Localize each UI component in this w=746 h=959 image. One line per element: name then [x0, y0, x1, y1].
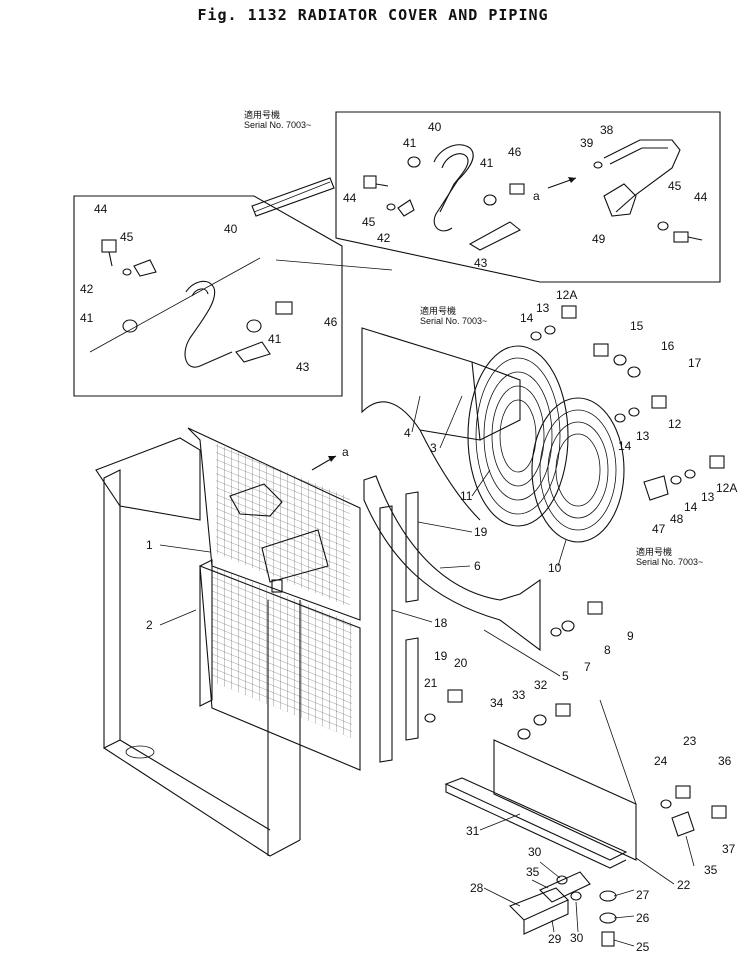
inset-frame-left — [73, 195, 343, 397]
part-label: 43 — [474, 256, 488, 270]
part-label: 32 — [534, 678, 548, 692]
part-label: 6 — [474, 559, 481, 573]
serial-note-jp: 適用号機 — [420, 306, 457, 316]
part-label: 13 — [536, 301, 550, 315]
part-label: 44 — [343, 191, 357, 205]
part-label: 42 — [377, 231, 391, 245]
part-label: 10 — [548, 561, 562, 575]
part-label: 21 — [424, 676, 438, 690]
part-label: 35 — [704, 863, 718, 877]
part-label: 36 — [718, 754, 732, 768]
part-label: 44 — [94, 202, 108, 216]
part-label: 13 — [701, 490, 715, 504]
part-label: 28 — [470, 881, 484, 895]
part-label: 30 — [570, 931, 584, 945]
part-labels: a a 1 2 3 4 5 6 7 8 9 10 11 12 12A 12A 1… — [80, 120, 737, 954]
part-label: 29 — [548, 932, 562, 946]
part-label: 43 — [296, 360, 310, 374]
fan-shroud — [361, 327, 521, 521]
fan-guard-10 — [531, 397, 625, 543]
figure-title: Fig. 1132 RADIATOR COVER AND PIPING — [197, 6, 549, 24]
part-label: 1 — [146, 538, 153, 552]
part-label: 48 — [670, 512, 684, 526]
part-label: 12A — [556, 288, 577, 302]
part-label: 49 — [592, 232, 606, 246]
part-label: 8 — [604, 643, 611, 657]
serial-note-serial: Serial No. 7003~ — [420, 316, 488, 326]
part-label: 33 — [512, 688, 526, 702]
part-label: 19 — [474, 525, 488, 539]
part-label: 11 — [460, 489, 473, 503]
part-label: 14 — [684, 500, 698, 514]
radiator-cover-lower — [199, 559, 361, 771]
part-label: 31 — [466, 824, 480, 838]
view-marker-label: a — [342, 445, 349, 459]
part-label: 45 — [668, 179, 682, 193]
part-label: 17 — [688, 356, 702, 370]
part-label: 45 — [362, 215, 376, 229]
serial-note-fan: 適用号機 Serial No. 7003~ — [420, 306, 487, 326]
serial-note-jp: 適用号機 — [244, 110, 281, 120]
part-label: 27 — [636, 888, 650, 902]
part-label: 15 — [630, 319, 644, 333]
part-label: 23 — [683, 734, 697, 748]
part-label: 14 — [618, 439, 632, 453]
inset-frame-top — [251, 111, 721, 283]
part-label: 26 — [636, 911, 650, 925]
part-label: 12A — [716, 481, 737, 495]
part-label: 14 — [520, 311, 534, 325]
part-label: 44 — [694, 190, 708, 204]
part-label: 38 — [600, 123, 614, 137]
part-label: 45 — [120, 230, 134, 244]
part-label: 7 — [584, 660, 591, 674]
serial-note-top: 適用号機 Serial No. 7003~ — [244, 110, 311, 130]
radiator-cover-upper — [187, 427, 361, 621]
cushion-blocks — [509, 871, 591, 935]
part-label: 41 — [268, 332, 282, 346]
part-label: 4 — [404, 426, 411, 440]
part-label: 25 — [636, 940, 650, 954]
part-label: 41 — [480, 156, 494, 170]
lower-brackets — [444, 739, 637, 869]
part-label: 46 — [508, 145, 522, 159]
part-label: 12 — [668, 417, 682, 431]
part-label: 47 — [652, 522, 666, 536]
serial-note-jp: 適用号機 — [636, 547, 673, 557]
serial-note-bracket: 適用号機 Serial No. 7003~ — [636, 547, 703, 567]
fasteners — [271, 305, 727, 947]
part-label: 34 — [490, 696, 504, 710]
part-label: 18 — [434, 616, 448, 630]
part-label: 35 — [526, 865, 540, 879]
part-label: 22 — [677, 878, 691, 892]
part-label: 3 — [430, 441, 437, 455]
seal-strips — [363, 475, 541, 763]
part-label: 41 — [403, 136, 417, 150]
part-label: 40 — [428, 120, 442, 134]
serial-note-serial: Serial No. 7003~ — [636, 557, 704, 567]
part-label: 13 — [636, 429, 650, 443]
part-label: 20 — [454, 656, 468, 670]
serial-note-serial: Serial No. 7003~ — [244, 120, 312, 130]
part-label: 39 — [580, 136, 594, 150]
part-label: 5 — [562, 669, 569, 683]
part-label: 46 — [324, 315, 338, 329]
part-label: 37 — [722, 842, 736, 856]
leader-lines — [159, 259, 695, 947]
part-label: 2 — [146, 618, 153, 632]
view-marker-label: a — [533, 189, 540, 203]
part-label: 16 — [661, 339, 675, 353]
part-label: 19 — [434, 649, 448, 663]
part-label: 42 — [80, 282, 94, 296]
part-label: 30 — [528, 845, 542, 859]
part-label: 41 — [80, 311, 94, 325]
fan-guard-11 — [467, 345, 569, 527]
part-label: 24 — [654, 754, 668, 768]
part-label: 9 — [627, 629, 634, 643]
part-label: 40 — [224, 222, 238, 236]
